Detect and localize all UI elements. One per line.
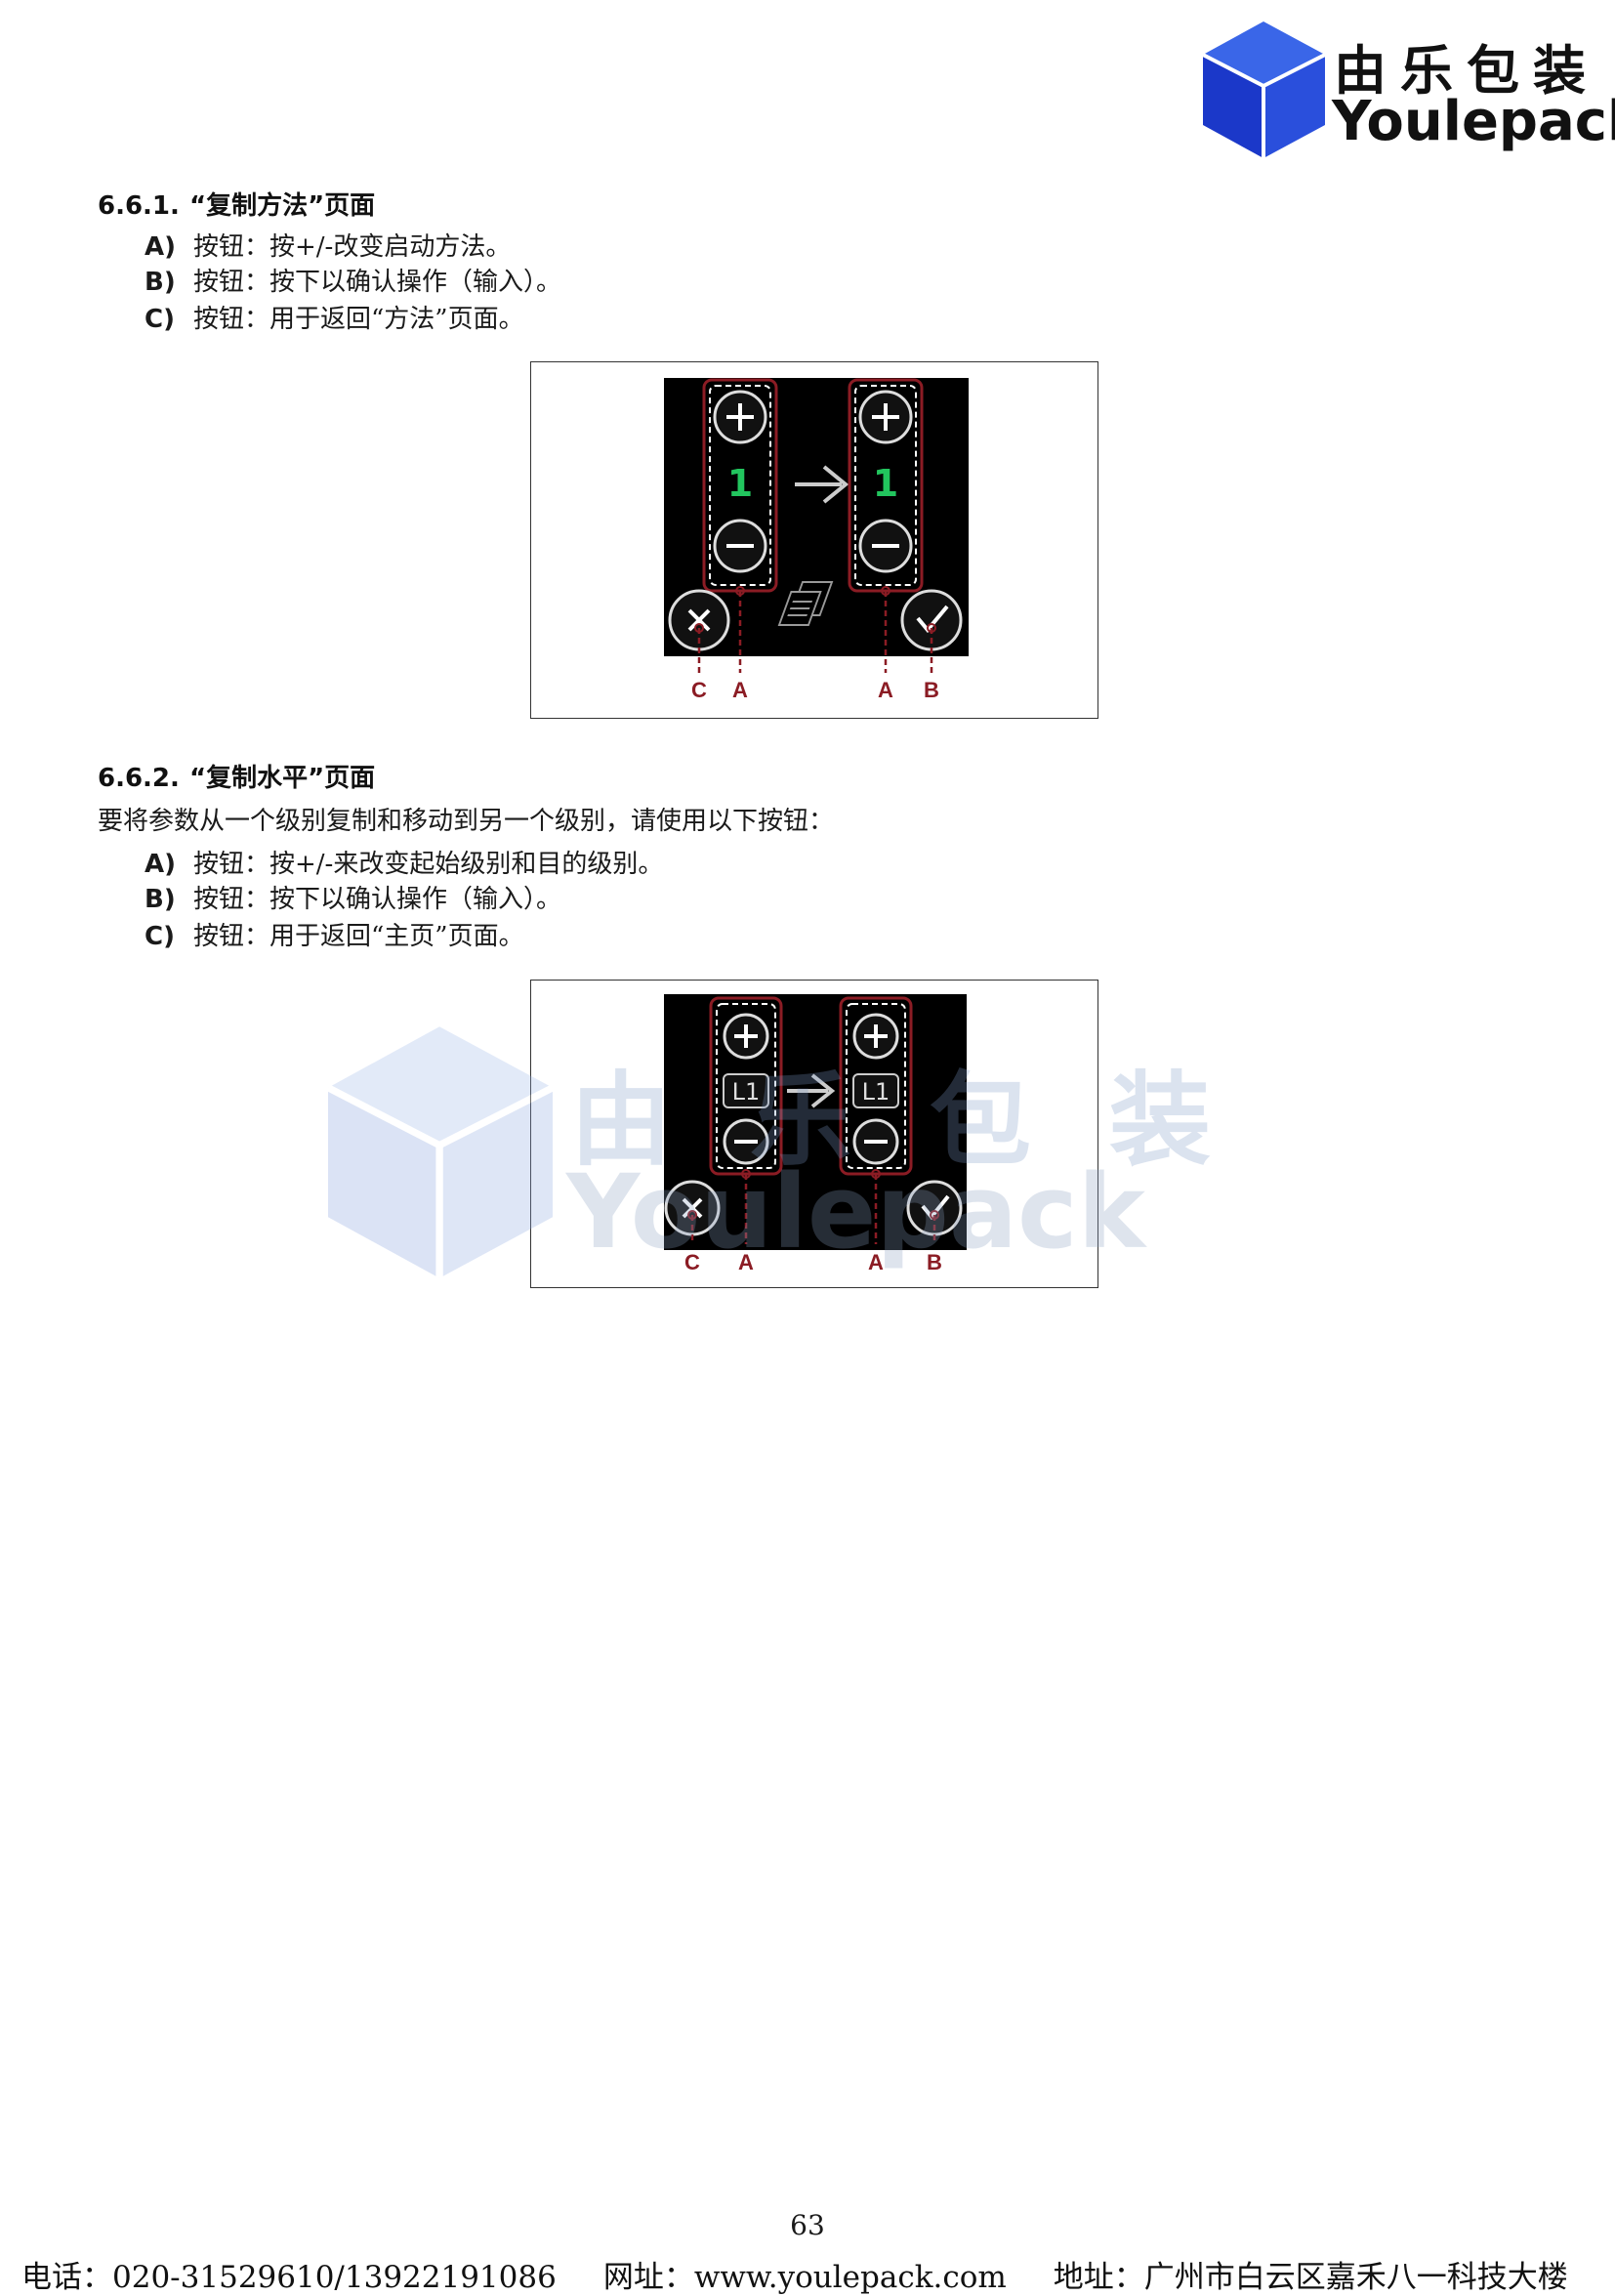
callout-label: B — [924, 678, 939, 702]
section-intro: 要将参数从一个级别复制和移动到另一个级别，请使用以下按钮： — [98, 807, 835, 836]
right-level-value: L1 — [862, 1078, 890, 1106]
minus-icon[interactable] — [858, 519, 913, 573]
section-heading: 6.6.1. “复制方法”页面 — [98, 186, 375, 222]
footer-website: 网址：www.youlepack.com — [602, 2260, 1007, 2295]
item-text: 按钮：按下以确认操作（输入）。 — [193, 268, 562, 297]
copy-level-screen: L1 L1 — [664, 994, 967, 1274]
footer-address: 地址：广州市白云区嘉禾八一科技大楼 — [1053, 2260, 1568, 2295]
left-value: 1 — [727, 462, 753, 505]
list-item: C) 按钮：用于返回“主页”页面。 — [145, 916, 524, 952]
list-item: B) 按钮：按下以确认操作（输入）。 — [145, 262, 561, 298]
footer-contact: 电话：020-31529610/13922191086 网址：www.youlep… — [21, 2252, 1568, 2296]
list-item: B) 按钮：按下以确认操作（输入）。 — [145, 879, 561, 915]
item-text: 按钮：用于返回“方法”页面。 — [193, 305, 524, 334]
copy-method-screen: 1 1 — [664, 378, 969, 702]
section-heading: 6.6.2. “复制水平”页面 — [98, 758, 375, 794]
callout-label: C — [691, 678, 707, 702]
item-text: 按钮：按下以确认操作（输入）。 — [193, 885, 562, 914]
cancel-x-icon[interactable] — [664, 1180, 721, 1236]
section-number: 6.6.1. — [98, 191, 180, 221]
copy-method-figure: 1 1 — [530, 361, 1098, 719]
callout-label: C — [684, 1250, 700, 1274]
plus-icon[interactable] — [852, 1013, 899, 1060]
plus-icon[interactable] — [723, 1013, 769, 1060]
watermark-cube-icon — [328, 1026, 553, 1278]
copy-document-icon — [777, 581, 834, 626]
item-letter: A) — [145, 850, 177, 879]
section-title: “复制方法”页面 — [189, 191, 376, 221]
arrow-right-icon — [787, 1073, 836, 1108]
callout-label: A — [868, 1250, 884, 1274]
plus-icon[interactable] — [713, 390, 767, 444]
cancel-x-icon[interactable] — [668, 589, 730, 651]
callout-label: A — [738, 1250, 754, 1274]
callout-label: B — [927, 1250, 942, 1274]
list-item: C) 按钮：用于返回“方法”页面。 — [145, 299, 524, 335]
left-level-value: L1 — [732, 1078, 761, 1106]
minus-icon[interactable] — [852, 1118, 899, 1165]
item-letter: A) — [145, 232, 177, 262]
list-item: A) 按钮：按+/-来改变起始级别和目的级别。 — [145, 844, 663, 880]
section-title: “复制水平”页面 — [189, 764, 376, 793]
company-logo: 由乐包装 Youlepack — [1203, 21, 1615, 158]
logo-english-name: Youlepack — [1332, 90, 1615, 153]
item-letter: C) — [145, 305, 175, 334]
item-text: 按钮：按+/-改变启动方法。 — [193, 232, 512, 262]
plus-icon[interactable] — [858, 390, 913, 444]
section-number: 6.6.2. — [98, 764, 180, 793]
callout-label: A — [878, 678, 893, 702]
footer-phone: 电话：020-31529610/13922191086 — [21, 2260, 557, 2295]
item-text: 按钮：用于返回“主页”页面。 — [193, 922, 524, 951]
page-number: 63 — [790, 2209, 825, 2241]
minus-icon[interactable] — [723, 1118, 769, 1165]
item-letter: B) — [145, 268, 176, 297]
logo-chinese-name: 由乐包装 — [1334, 40, 1599, 102]
list-item: A) 按钮：按+/-改变启动方法。 — [145, 227, 511, 263]
callout-label: A — [732, 678, 748, 702]
item-letter: B) — [145, 885, 176, 914]
arrow-right-icon — [795, 465, 849, 504]
item-letter: C) — [145, 922, 175, 951]
item-text: 按钮：按+/-来改变起始级别和目的级别。 — [193, 850, 664, 879]
minus-icon[interactable] — [713, 519, 767, 573]
right-value: 1 — [873, 462, 898, 505]
cube-logo-icon — [1203, 21, 1325, 158]
copy-level-figure: L1 L1 — [530, 980, 1098, 1288]
